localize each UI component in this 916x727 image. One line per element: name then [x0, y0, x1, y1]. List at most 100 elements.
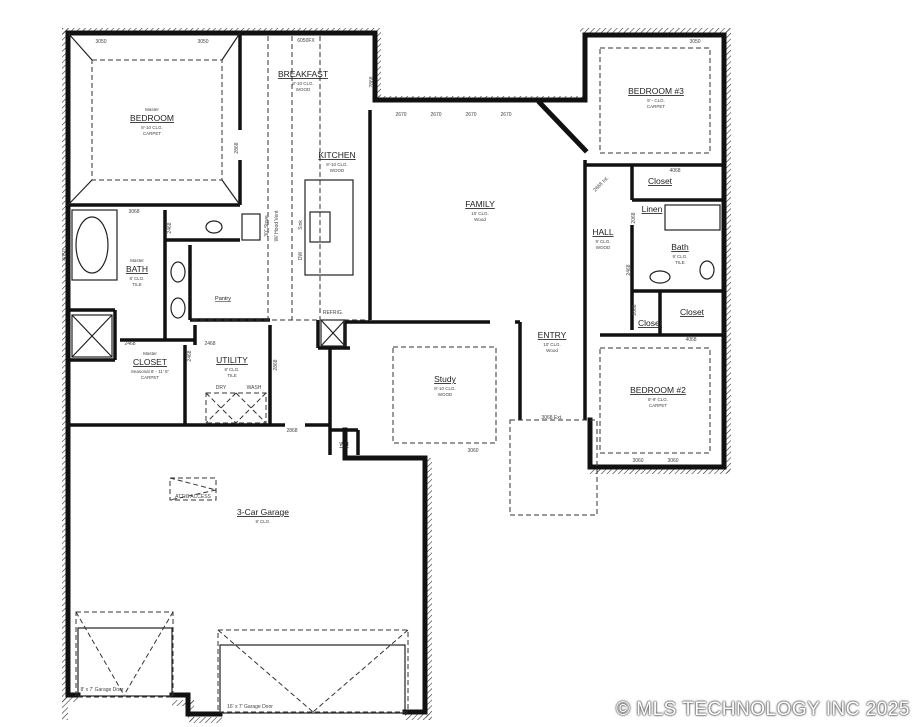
svg-text:TILE: TILE	[227, 373, 237, 378]
svg-text:CARPET: CARPET	[649, 403, 668, 408]
svg-text:4068: 4068	[669, 168, 680, 174]
svg-text:3050: 3050	[197, 39, 208, 45]
svg-text:WH: WH	[339, 442, 348, 448]
fixtures	[71, 99, 721, 714]
tray-ceilings	[67, 32, 711, 454]
walls	[65, 30, 727, 717]
svg-text:TILE: TILE	[675, 260, 685, 265]
washer-dryer	[205, 392, 267, 424]
svg-text:Wood: Wood	[546, 348, 558, 353]
svg-text:2468: 2468	[124, 341, 135, 347]
svg-text:CARPET: CARPET	[143, 131, 162, 136]
svg-text:10' CLG.: 10' CLG.	[543, 342, 561, 347]
svg-text:CARPET: CARPET	[647, 104, 666, 109]
svg-text:Seasonal 8' - 11' 6": Seasonal 8' - 11' 6"	[131, 369, 170, 374]
svg-text:2468: 2468	[204, 341, 215, 347]
svg-text:HALL: HALL	[592, 227, 614, 237]
svg-text:4050: 4050	[62, 249, 68, 260]
svg-text:ENTRY: ENTRY	[538, 330, 567, 340]
svg-text:2068: 2068	[632, 304, 638, 315]
entry-porch	[509, 419, 598, 516]
svg-text:Closet: Closet	[648, 176, 673, 186]
svg-text:FAMILY: FAMILY	[465, 199, 495, 209]
hall-sink	[649, 270, 671, 284]
svg-text:9' CLG.: 9' CLG.	[672, 254, 687, 259]
svg-text:3068: 3068	[128, 209, 139, 215]
svg-text:WOOD: WOOD	[330, 168, 345, 173]
svg-text:2868: 2868	[273, 359, 279, 370]
svg-text:Closet: Closet	[680, 307, 705, 317]
garage-door-large	[219, 644, 406, 714]
svg-text:Pantry: Pantry	[215, 296, 231, 302]
svg-text:Master: Master	[143, 351, 157, 356]
svg-text:REFRIG.: REFRIG.	[323, 310, 343, 316]
svg-text:Closet: Closet	[638, 318, 663, 328]
svg-text:8' CLG.: 8' CLG.	[224, 367, 239, 372]
vanity-sink	[170, 261, 186, 283]
garage-door-small	[77, 627, 173, 697]
svg-text:BEDROOM #3: BEDROOM #3	[628, 86, 684, 96]
bathtub	[75, 216, 109, 274]
svg-text:4068: 4068	[685, 337, 696, 343]
svg-text:9' CLG.: 9' CLG.	[255, 519, 270, 524]
svg-text:3050: 3050	[95, 39, 106, 45]
svg-text:8' CLG.: 8' CLG.	[129, 276, 144, 281]
svg-text:2670: 2670	[430, 112, 441, 118]
svg-text:W/ Hood Vent: W/ Hood Vent	[274, 210, 280, 241]
svg-text:3050: 3050	[689, 39, 700, 45]
svg-text:Sink: Sink	[298, 220, 304, 230]
svg-text:Study: Study	[434, 374, 456, 384]
svg-text:8' x 7' Garage Door: 8' x 7' Garage Door	[80, 687, 123, 693]
fixture-labels: 30" Stove W/ Hood Vent Sink DW REFRIG. D…	[80, 210, 343, 710]
svg-text:WOOD: WOOD	[296, 87, 311, 92]
svg-text:2668 Int.: 2668 Int.	[592, 175, 610, 193]
room-labels: Master BEDROOM 8'-10 CLG. CARPET BREAKFA…	[126, 69, 705, 524]
svg-text:6050FX: 6050FX	[297, 38, 315, 44]
hall-bathtub	[664, 204, 721, 231]
svg-text:8'-10 CLG.: 8'-10 CLG.	[434, 386, 456, 391]
svg-text:WASH: WASH	[247, 385, 262, 391]
svg-text:CARPET: CARPET	[141, 375, 160, 380]
kitchen-island	[304, 179, 354, 276]
svg-text:DRY: DRY	[216, 385, 227, 391]
svg-text:30" Stove: 30" Stove	[264, 215, 270, 237]
svg-text:Master: Master	[130, 258, 144, 263]
svg-text:UTILITY: UTILITY	[216, 355, 248, 365]
svg-text:8'-10 CLG.: 8'-10 CLG.	[326, 162, 348, 167]
refrigerator	[320, 319, 346, 347]
svg-text:BEDROOM #2: BEDROOM #2	[630, 385, 686, 395]
svg-text:WOOD: WOOD	[438, 392, 453, 397]
svg-text:9' - CLG.: 9' - CLG.	[647, 98, 665, 103]
svg-text:BREAKFAST: BREAKFAST	[278, 69, 328, 79]
stove	[241, 213, 261, 241]
svg-text:8'-10 CLG.: 8'-10 CLG.	[292, 81, 314, 86]
svg-text:9' CLG.: 9' CLG.	[595, 239, 610, 244]
watermark: © MLS TECHNOLOGY INC 2025	[615, 699, 910, 720]
svg-text:2868: 2868	[286, 428, 297, 434]
exterior-walls	[62, 28, 731, 723]
svg-text:3060: 3060	[467, 448, 478, 454]
svg-text:DW: DW	[298, 252, 304, 261]
svg-text:Linen: Linen	[642, 204, 663, 214]
svg-text:3-Car Garage: 3-Car Garage	[237, 507, 289, 517]
hall-toilet	[699, 260, 715, 280]
svg-text:2670: 2670	[500, 112, 511, 118]
svg-text:3068 Ext.: 3068 Ext.	[541, 415, 562, 421]
svg-text:2868: 2868	[369, 76, 375, 87]
vanity-sink	[170, 297, 186, 319]
svg-text:2468: 2468	[167, 222, 173, 233]
svg-text:2868: 2868	[234, 142, 240, 153]
svg-text:10' CLG.: 10' CLG.	[471, 211, 489, 216]
svg-text:3060: 3060	[667, 458, 678, 464]
svg-text:Master: Master	[145, 107, 159, 112]
svg-text:BEDROOM: BEDROOM	[130, 113, 174, 123]
svg-text:2670: 2670	[395, 112, 406, 118]
svg-text:8'-10 CLG.: 8'-10 CLG.	[141, 125, 163, 130]
svg-text:ATTIC ACCESS: ATTIC ACCESS	[175, 494, 211, 500]
svg-text:Bath: Bath	[671, 242, 689, 252]
kitchen-sink	[309, 211, 331, 243]
toilet	[205, 220, 223, 234]
svg-text:2068: 2068	[631, 212, 637, 223]
svg-text:Wood: Wood	[474, 217, 486, 222]
